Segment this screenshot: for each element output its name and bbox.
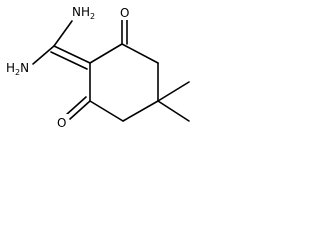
bond-methyl-down [157,100,190,122]
atom-label-h2n-left: H2N [6,61,29,77]
bond-methyl-up [157,81,190,102]
bond-ring-c5-c4 [122,100,159,122]
bond-ring-c1-c6 [121,43,159,64]
bond-exocyclic-double-a [53,45,91,64]
bond-ring-c2-c1 [89,43,123,64]
bond-amidine-nh2-top [53,20,73,47]
atom-label-oxygen-bottom: O [57,116,66,130]
atom-label-nh2-top: NH2 [72,5,95,21]
chemical-structure-diagram: NH2 H2N O O [4,4,190,130]
bond-c3-o-double-b [65,96,87,116]
bond-c3-o-double-a [69,100,91,120]
atom-label-oxygen-top: O [120,6,129,20]
bond-exocyclic-double-b [50,51,88,70]
bond-ring-c4-c3 [89,100,124,122]
bond-amidine-nh2-left [32,45,55,65]
